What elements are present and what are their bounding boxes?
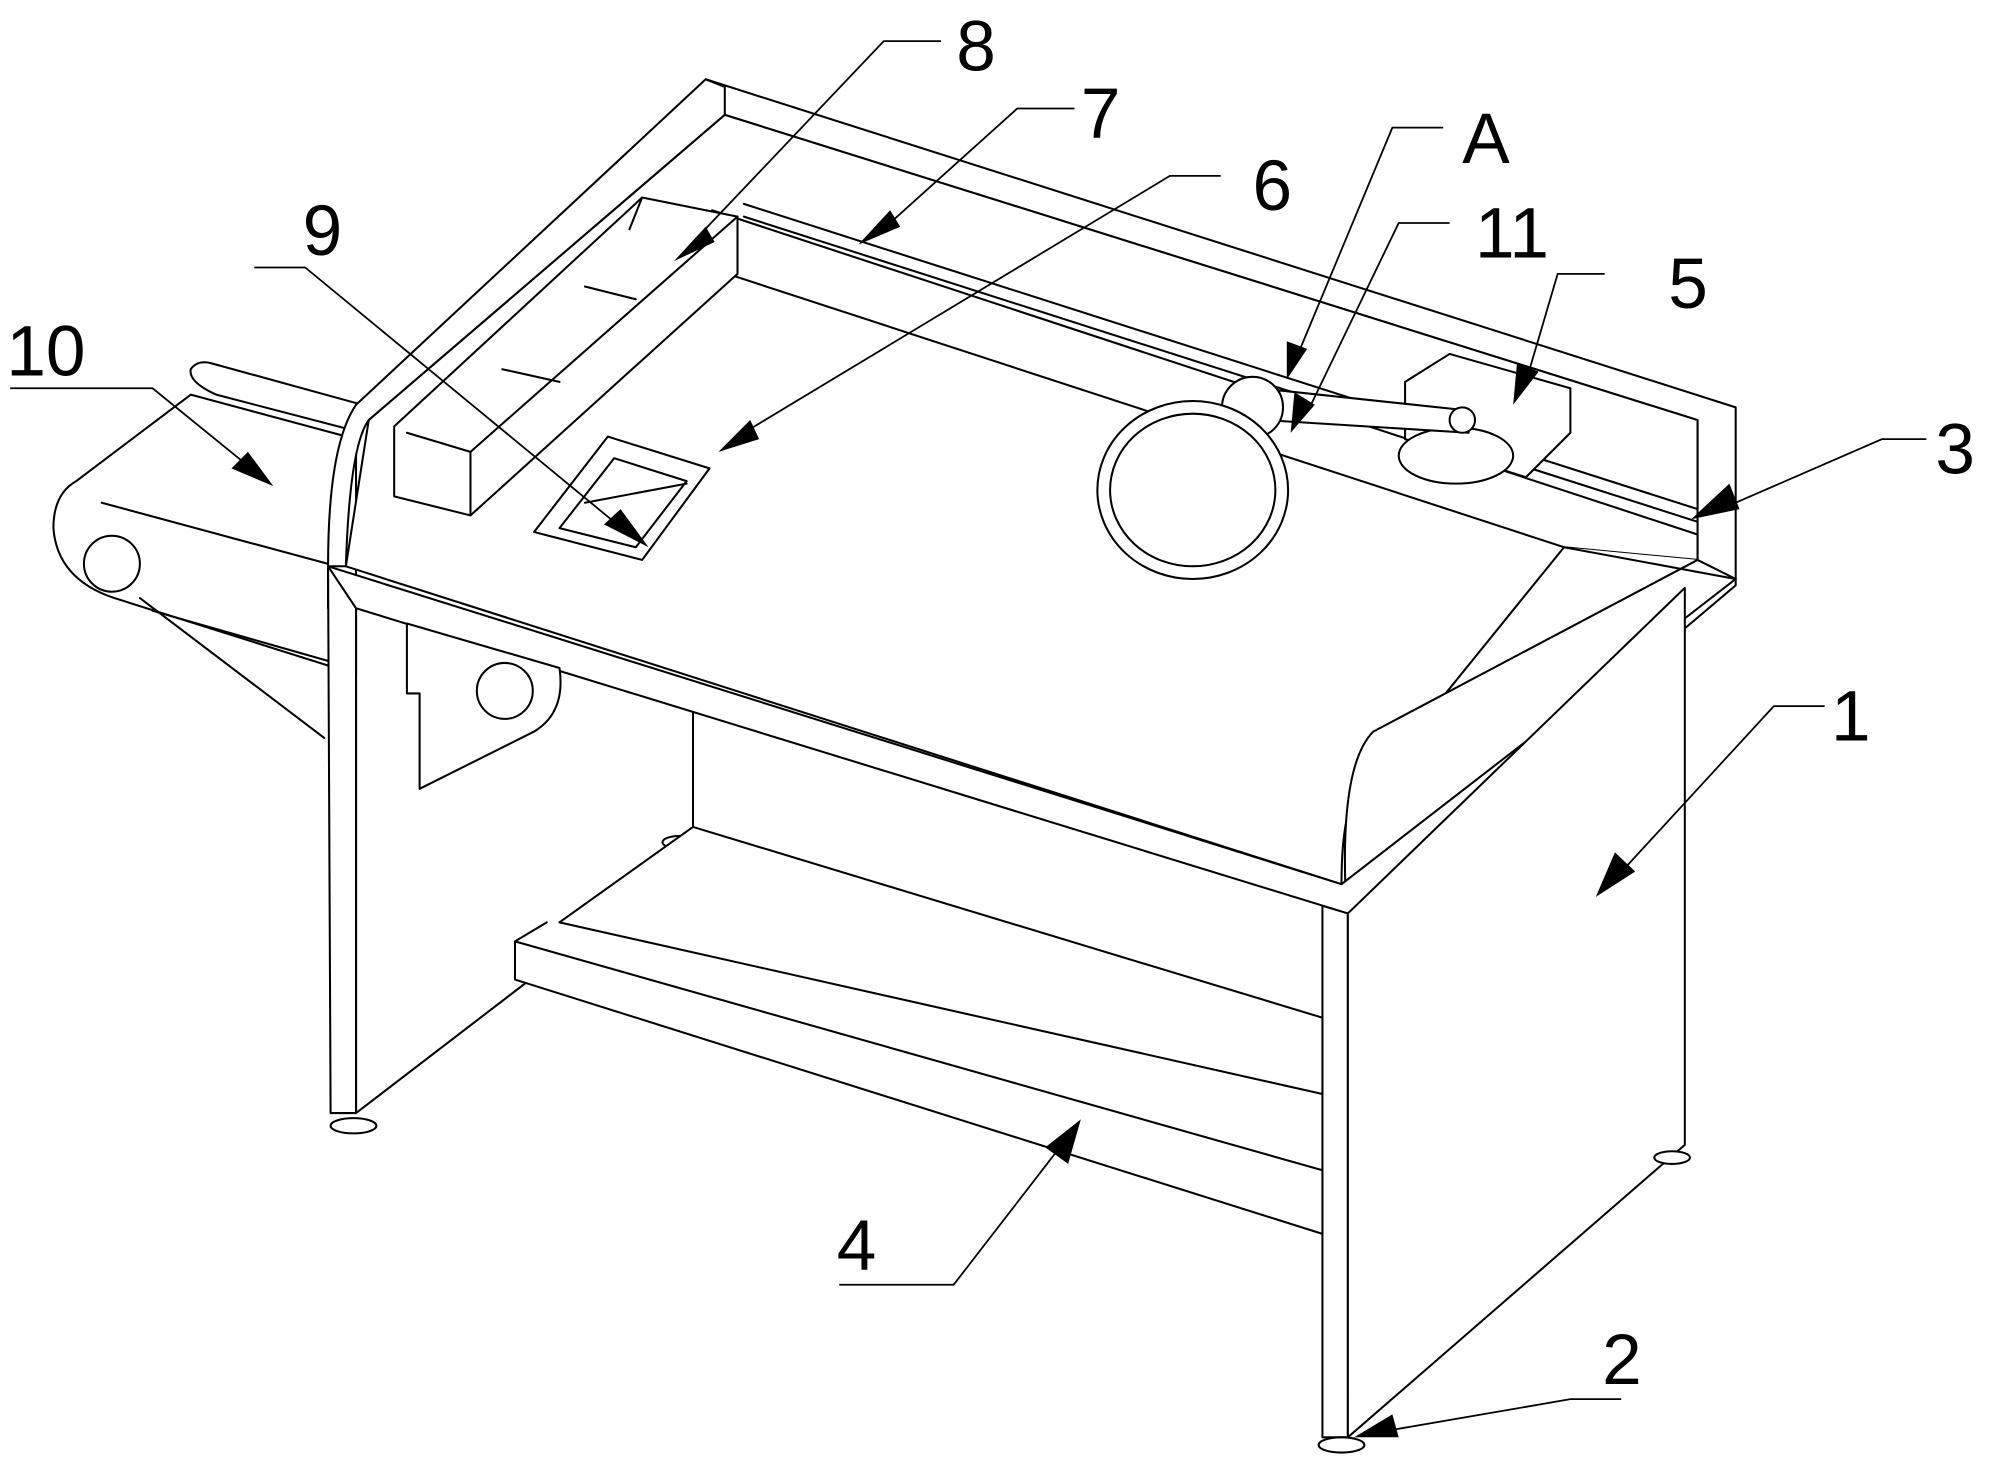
foot xyxy=(1317,1436,1366,1454)
table-frame xyxy=(327,78,1737,1454)
motor-arm-assembly xyxy=(1096,352,1572,581)
ring xyxy=(1096,399,1290,581)
label-5: 5 xyxy=(1668,245,1708,324)
conveyor-roller xyxy=(82,534,141,593)
label-2: 2 xyxy=(1602,1321,1642,1400)
label-8: 8 xyxy=(956,7,996,86)
label-11: 11 xyxy=(1475,194,1549,273)
label-1: 1 xyxy=(1831,677,1871,756)
label-3: 3 xyxy=(1935,410,1975,489)
label-6: 6 xyxy=(1252,147,1292,226)
label-7: 7 xyxy=(1081,75,1121,154)
opening xyxy=(533,435,711,561)
foot xyxy=(1653,1150,1691,1165)
label-10: 10 xyxy=(6,313,85,392)
bin xyxy=(393,196,739,517)
leaders xyxy=(10,40,1927,1438)
foot xyxy=(329,1117,378,1135)
label-A: A xyxy=(1462,100,1510,179)
label-9: 9 xyxy=(303,192,343,271)
conveyor xyxy=(52,361,364,739)
label-4: 4 xyxy=(837,1206,877,1285)
